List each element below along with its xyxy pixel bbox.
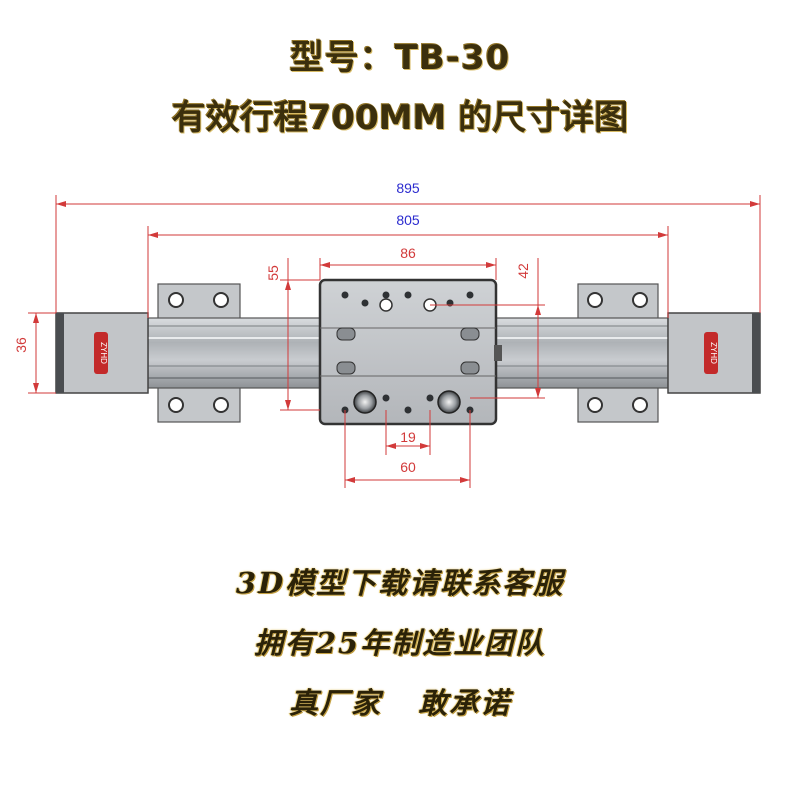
model-value: TB-30 bbox=[394, 38, 511, 78]
mount-bracket-left-top bbox=[157, 283, 241, 321]
dim-hole-span-horizontal: 60 bbox=[400, 459, 416, 475]
slogan-3d-model: 3D模型下载请联系客服 bbox=[235, 566, 565, 600]
dim-end-height: 36 bbox=[13, 337, 29, 353]
dimension-lines bbox=[28, 195, 761, 488]
model-title: 型号：TB-30 bbox=[0, 30, 800, 79]
stroke-description-title: 有效行程700MM 的尺寸详图 bbox=[171, 98, 629, 138]
dimension-arrows bbox=[33, 201, 760, 483]
slogan-promise: 真厂家 敢承诺 bbox=[0, 680, 800, 722]
large-bolt-left bbox=[353, 390, 377, 414]
dim-hole-span-vertical: 42 bbox=[515, 263, 531, 279]
end-cap-left-label: ZYHD bbox=[99, 342, 108, 364]
large-bolt-right bbox=[437, 390, 461, 414]
slogan-promise-text: 真厂家 敢承诺 bbox=[288, 686, 512, 720]
dim-overall-length: 895 bbox=[396, 180, 420, 196]
dim-hole-offset: 19 bbox=[400, 429, 416, 445]
mount-bracket-right-top bbox=[577, 283, 659, 321]
mount-bracket-right-bottom bbox=[577, 385, 659, 423]
carriage-bolts bbox=[336, 327, 480, 375]
slogan-team: 拥有25年制造业团队 bbox=[253, 626, 547, 660]
model-label: 型号： bbox=[289, 38, 395, 78]
dim-rail-length: 805 bbox=[396, 212, 420, 228]
end-cap-right-label: ZYHD bbox=[709, 342, 718, 364]
dim-carriage-width: 86 bbox=[400, 245, 416, 261]
dim-carriage-height: 55 bbox=[265, 265, 281, 281]
end-cap-right: ZYHD bbox=[667, 312, 761, 394]
end-cap-left: ZYHD bbox=[55, 312, 149, 394]
mount-bracket-left-bottom bbox=[157, 385, 241, 423]
carriage-plate bbox=[318, 278, 502, 426]
